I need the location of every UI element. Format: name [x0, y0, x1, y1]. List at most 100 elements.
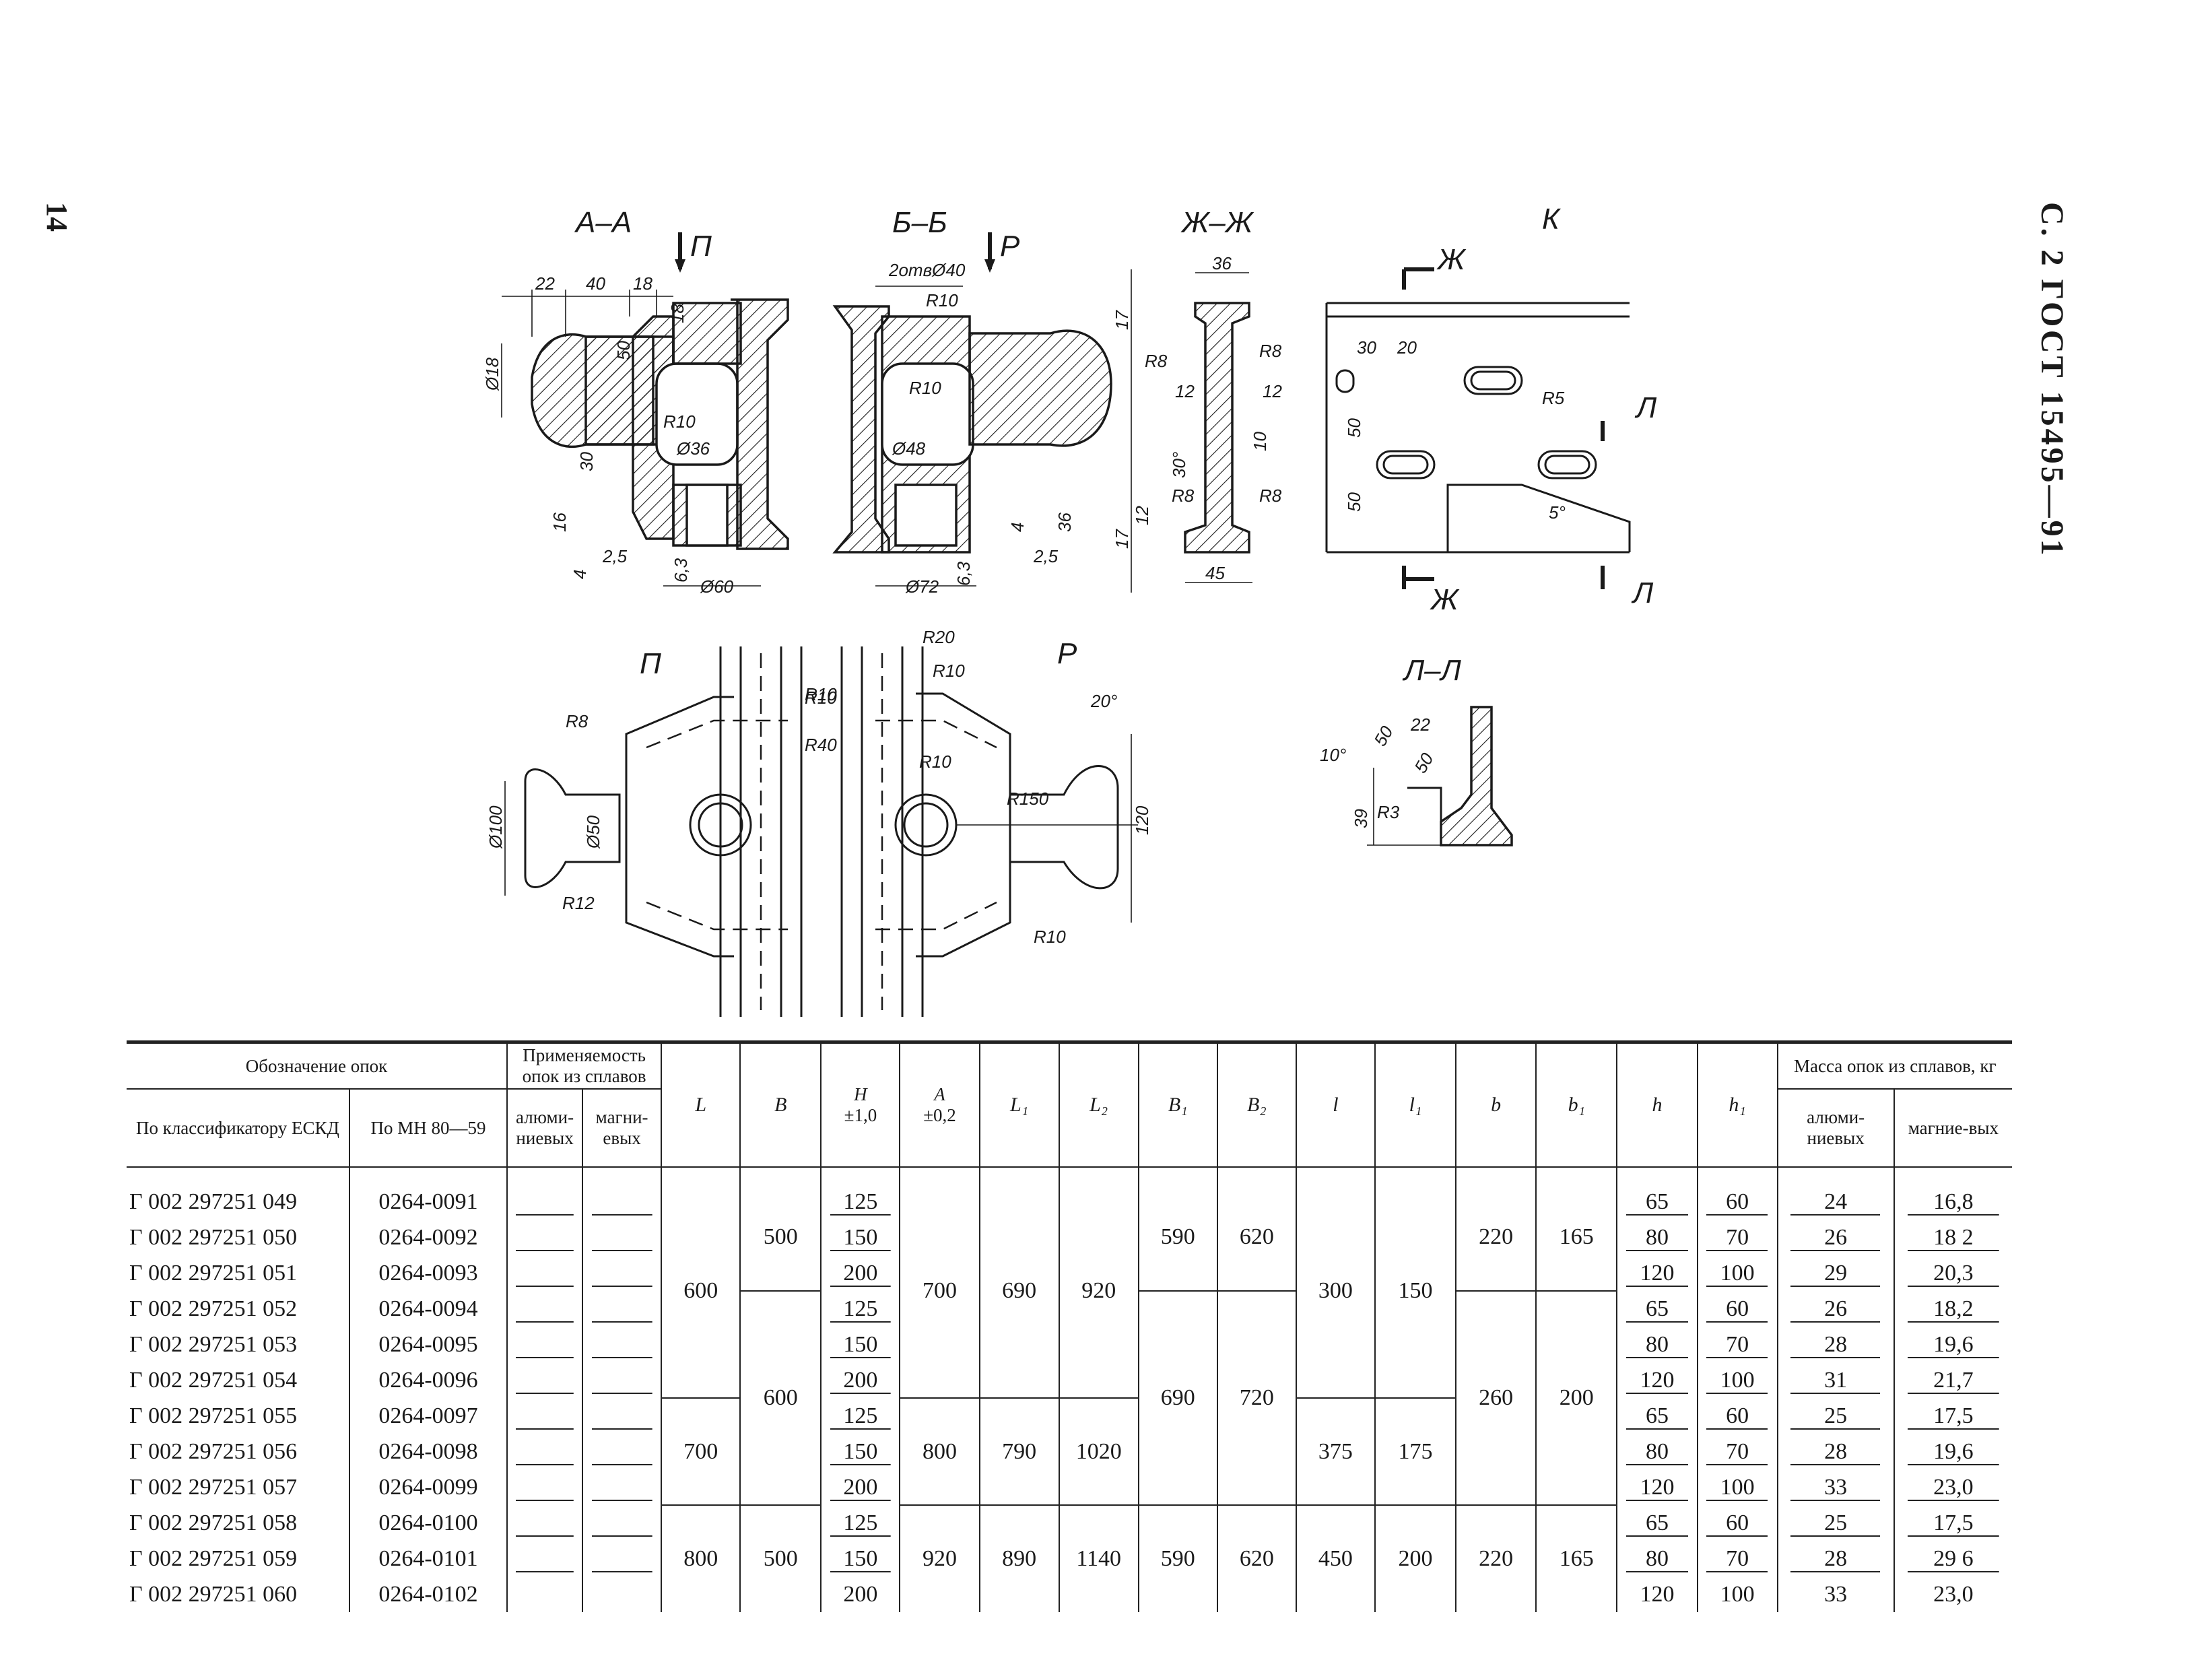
- dim-50-l2: 50: [1410, 749, 1438, 776]
- hdr-l: l: [1295, 1040, 1375, 1168]
- hdr-b: b: [1455, 1040, 1537, 1168]
- dim-r10-r2: R10: [805, 684, 837, 704]
- section-a-a: А–А П 22 40 18 18 50 Ø18 R10 Ø36 30 16 4…: [482, 206, 789, 597]
- hdr-l1: l₁: [1374, 1040, 1456, 1168]
- dim-2-5: 2,5: [602, 546, 628, 566]
- table-row: Г 002 297251 054 0264-0096 200 120 100 3…: [127, 1362, 2012, 1399]
- hdr-mn: По МН 80—59: [348, 1089, 508, 1168]
- dim-50: 50: [613, 341, 634, 360]
- dim-4-b: 4: [1007, 523, 1028, 532]
- dim-r10-r4: R10: [1034, 927, 1066, 947]
- dim-r8-3: R8: [1172, 486, 1195, 506]
- hdr-magnesium: магни-евых: [582, 1089, 662, 1168]
- view-title-k: К: [1542, 203, 1561, 236]
- section-b-b: Б–Б Р 2отвØ40 R10 R10 Ø48 36 4 2,5 Ø72 6…: [832, 206, 1112, 597]
- table-row: Г 002 297251 060 0264-0102 200 120 100 3…: [127, 1576, 2012, 1613]
- dim-d18: Ø18: [482, 357, 502, 391]
- view-title-l-l: Л–Л: [1402, 654, 1462, 687]
- dim-36-zh: 36: [1212, 253, 1232, 273]
- table-row: Г 002 297251 051 0264-0093 200 120 100 2…: [127, 1255, 2012, 1292]
- dim-120: 120: [1132, 805, 1152, 835]
- dim-r8-2: R8: [1259, 341, 1282, 361]
- view-title-a-a: А–А: [574, 206, 632, 239]
- hdr-h1: h₁: [1696, 1040, 1778, 1168]
- dim-r10-r1: R10: [933, 661, 965, 681]
- dim-30deg: 30°: [1169, 452, 1189, 478]
- view-p: П Ø100 Ø50 R8 R12 R10 R40: [485, 646, 837, 1017]
- dim-30: 30: [576, 452, 597, 471]
- dim-d72: Ø72: [905, 576, 939, 597]
- cut-label-zh-top: Ж: [1436, 243, 1467, 276]
- hdr-L: L: [661, 1040, 741, 1168]
- table-row: Г 002 297251 052 0264-0094 600 125 690 7…: [127, 1291, 2012, 1506]
- table-row: Г 002 297251 057 0264-0099 200 120 100 3…: [127, 1469, 2012, 1506]
- dim-d60: Ø60: [700, 576, 734, 597]
- hdr-H-tol: ±1,0: [844, 1105, 877, 1126]
- flask-spec-table: Обозначение опок Применяемость опок из с…: [127, 1040, 2012, 1613]
- cut-label-l-bot: Л: [1631, 576, 1654, 609]
- dim-r150: R150: [1007, 789, 1049, 809]
- view-title-p: П: [640, 647, 661, 680]
- dim-40: 40: [586, 273, 605, 294]
- dim-39: 39: [1351, 809, 1371, 828]
- dim-36-b: 36: [1054, 512, 1075, 532]
- dim-6-3: 6,3: [671, 558, 691, 583]
- dim-r10-p: R10: [805, 688, 837, 708]
- dim-r8-4: R8: [1259, 486, 1282, 506]
- table-row: Г 002 297251 059 0264-0101 150 80 70 28 …: [127, 1541, 2012, 1577]
- hdr-h: h: [1616, 1040, 1698, 1168]
- hdr-A: A±0,2: [899, 1040, 980, 1168]
- dim-d50: Ø50: [583, 815, 603, 849]
- hdr-H-sym: H: [854, 1084, 867, 1104]
- hdr-B1: B₁: [1137, 1040, 1217, 1168]
- dim-18-v: 18: [667, 304, 688, 323]
- dim-17-bot: 17: [1112, 529, 1132, 549]
- view-title-r: Р: [1057, 637, 1077, 670]
- technical-drawing: А–А П 22 40 18 18 50 Ø18 R10 Ø36 30 16 4…: [482, 203, 1657, 1017]
- dim-20-k: 20: [1397, 337, 1417, 358]
- section-zh-zh: Ж–Ж 36 17 R8 R8 12 12 30° 10 R8 R8 12 17…: [1112, 206, 1282, 593]
- hdr-A-sym: A: [934, 1084, 945, 1104]
- dim-r5: R5: [1542, 388, 1565, 408]
- dim-22-l: 22: [1410, 714, 1430, 735]
- hdr-aluminum: алюми-ниевых: [506, 1089, 583, 1168]
- cut-label-zh-bot: Ж: [1430, 583, 1460, 616]
- section-l-l: Л–Л 10° 50 22 50 39 R3: [1320, 654, 1513, 846]
- dim-2holes-d40: 2отвØ40: [888, 260, 966, 280]
- table-row: Г 002 297251 050 0264-0092 150 80 70 26 …: [127, 1220, 2012, 1256]
- hdr-designation: Обозначение опок: [127, 1040, 508, 1090]
- table-row: Г 002 297251 053 0264-0095 150 80 70 28 …: [127, 1327, 2012, 1363]
- hdr-L2: L₂: [1058, 1040, 1139, 1168]
- dim-6-3-b: 6,3: [953, 561, 974, 586]
- hdr-mass-al: алюми-ниевых: [1776, 1089, 1894, 1168]
- hdr-L1: L₁: [978, 1040, 1059, 1168]
- dim-5deg: 5°: [1549, 502, 1566, 523]
- cut-label-l-top: Л: [1634, 391, 1657, 424]
- dim-10deg: 10°: [1320, 745, 1346, 765]
- table-row: Г 002 297251 056 0264-0098 150 80 70 28 …: [127, 1434, 2012, 1470]
- hdr-applicability: Применяемость опок из сплавов: [506, 1040, 662, 1090]
- hdr-B2: B₂: [1216, 1040, 1296, 1168]
- dim-r12: R12: [562, 893, 595, 913]
- hdr-b1: b₁: [1535, 1040, 1617, 1168]
- dim-r10: R10: [663, 411, 696, 432]
- dim-50-k1: 50: [1344, 418, 1364, 438]
- dim-r8-1: R8: [1145, 351, 1168, 371]
- dim-12-1: 12: [1175, 381, 1195, 401]
- hdr-eskd: По классификатору ЕСКД: [127, 1089, 349, 1168]
- dim-20deg: 20°: [1090, 691, 1117, 711]
- dim-d36: Ø36: [676, 438, 710, 459]
- dim-r20: R20: [923, 627, 955, 647]
- dim-d48: Ø48: [892, 438, 926, 459]
- arrow-label-p: П: [690, 230, 712, 263]
- dim-r3: R3: [1377, 802, 1400, 822]
- dim-16: 16: [549, 512, 570, 532]
- hdr-mass-mg: магние-вых: [1893, 1089, 2012, 1168]
- table-row: Г 002 297251 058 0264-0100 800 500 125 9…: [127, 1505, 2012, 1613]
- dim-10-zh: 10: [1250, 432, 1270, 451]
- hdr-mass: Масса опок из сплавов, кг: [1776, 1040, 2012, 1090]
- table-row: Г 002 297251 055 0264-0097 700 125 800 7…: [127, 1398, 2012, 1506]
- dim-30-k: 30: [1357, 337, 1376, 358]
- dim-22: 22: [535, 273, 555, 294]
- view-r: Р R20 R10 R10 R10 20° R150 120 R10: [805, 627, 1152, 1017]
